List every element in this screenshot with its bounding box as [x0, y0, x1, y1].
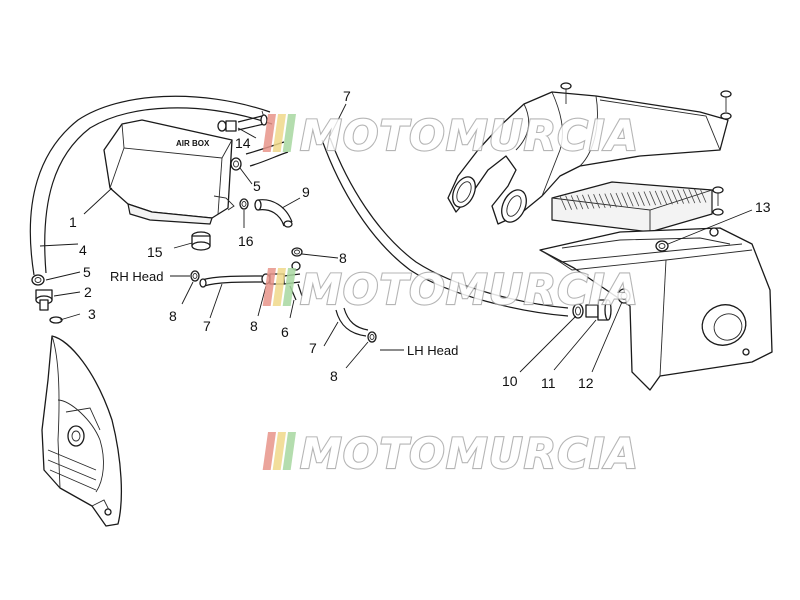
- watermark-middle: MOTOMURCIA: [262, 264, 639, 315]
- callout-10: 10: [502, 373, 518, 389]
- watermark-bottom: MOTOMURCIA: [262, 428, 639, 479]
- leader-lines: [39, 103, 753, 373]
- callout-7-lh: 7: [309, 340, 317, 356]
- callout-2: 2: [84, 284, 92, 300]
- filter-pleat: [598, 193, 606, 209]
- callout-8-mid: 8: [250, 318, 258, 334]
- callout-13: 13: [755, 199, 771, 215]
- callouts: 1 2 3 4 5 5 6 7 7 7 8 8 8 8 9 10 11 12 1…: [69, 88, 771, 391]
- filter-pleat: [570, 195, 578, 210]
- callout-7-rh: 7: [203, 318, 211, 334]
- filter-pleat: [576, 194, 584, 210]
- callout-8-rh: 8: [169, 308, 177, 324]
- callout-16: 16: [238, 233, 254, 249]
- filter-pleat: [621, 192, 628, 207]
- hose-7-long: [321, 137, 569, 317]
- watermark-text-top: MOTOMURCIA: [300, 111, 639, 160]
- hose-7-lh: [335, 307, 369, 337]
- filter-pleat: [632, 191, 640, 207]
- clamp-8-rh: [190, 270, 200, 282]
- fitting-14: [217, 114, 268, 132]
- filter-pleat: [649, 191, 656, 206]
- callout-15: 15: [147, 244, 163, 260]
- filter-pleat: [671, 189, 679, 205]
- seal-3: [49, 316, 63, 324]
- grommet-15: [191, 231, 211, 251]
- union-11: [585, 299, 612, 321]
- filter-pleat: [587, 194, 595, 209]
- filter-pleat: [682, 189, 690, 204]
- callout-14: 14: [235, 135, 251, 151]
- filter-pleat: [604, 193, 612, 208]
- filter-pleat: [666, 190, 673, 205]
- filter-pleat: [699, 188, 707, 203]
- filter-pleat: [626, 192, 634, 207]
- watermark-text-bottom: MOTOMURCIA: [300, 429, 639, 478]
- callout-7-top: 7: [343, 88, 351, 104]
- hose-9: [254, 199, 293, 228]
- callout-11: 11: [541, 375, 556, 391]
- clamp-10: [572, 303, 584, 319]
- clamp-5-lower: [31, 274, 45, 286]
- lh-head-label: LH Head: [407, 343, 458, 358]
- rh-head-label: RH Head: [110, 269, 163, 284]
- hose-7-rh: [199, 275, 263, 288]
- clamp-8-top: [291, 247, 303, 257]
- filter-pleat: [593, 194, 600, 209]
- part-13-fitting: [655, 240, 669, 252]
- watermark-text-middle: MOTOMURCIA: [300, 265, 639, 314]
- bolts: [560, 82, 732, 216]
- filter-pleat: [688, 188, 696, 204]
- engine-cover: [41, 335, 123, 527]
- filter-pleat: [565, 195, 572, 210]
- filter-pleat: [582, 194, 589, 209]
- filter-pleat: [559, 195, 567, 211]
- air-box: AIR BOX: [103, 119, 235, 225]
- washer-12: [617, 288, 631, 304]
- filter-pleat: [615, 192, 623, 208]
- air-filter: [551, 181, 713, 233]
- callout-8-top: 8: [339, 250, 347, 266]
- callout-5-lower: 5: [83, 264, 91, 280]
- callout-8-lh: 8: [330, 368, 338, 384]
- callout-12: 12: [578, 375, 594, 391]
- callout-9: 9: [302, 184, 310, 200]
- fitting-2: [35, 289, 53, 311]
- callout-1: 1: [69, 214, 77, 230]
- filter-pleat: [654, 190, 662, 206]
- filter-pleat: [677, 189, 684, 204]
- filter-pleat: [694, 188, 701, 203]
- watermark-top: MOTOMURCIA: [262, 110, 639, 161]
- clamp-5-upper: [230, 141, 289, 171]
- clamp-16: [239, 198, 249, 210]
- clamp-8-lh: [367, 331, 377, 343]
- filter-pleat: [643, 191, 651, 206]
- filter-pleat: [660, 190, 668, 205]
- callout-5-upper: 5: [253, 178, 261, 194]
- filter-pleat: [638, 191, 645, 206]
- filter-pleat: [610, 193, 617, 208]
- callout-6: 6: [281, 324, 289, 340]
- air-box-label: AIR BOX: [176, 139, 210, 148]
- callout-3: 3: [88, 306, 96, 322]
- callout-4: 4: [79, 242, 87, 258]
- filter-housing: [539, 227, 773, 391]
